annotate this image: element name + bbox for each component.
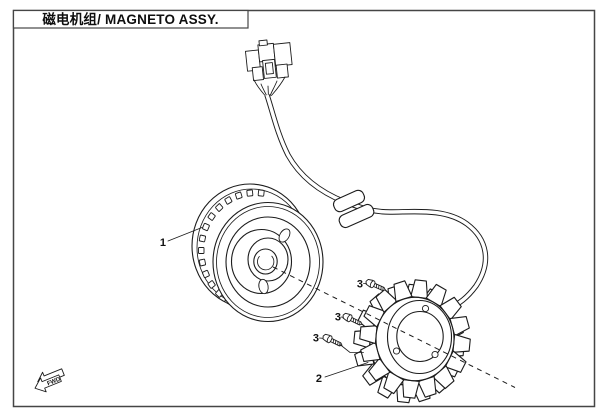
callouts: 1 2 3 3 3 (160, 227, 369, 385)
stator (352, 278, 472, 404)
drawing-frame (12, 9, 596, 408)
cable-grommet (332, 189, 375, 229)
title-block: 磁电机组/ MAGNETO ASSY. (12, 9, 249, 29)
stator-bolt-hole (421, 304, 430, 313)
rotor-face-hole (278, 228, 291, 243)
callout-1-leader (167, 227, 203, 242)
page-title: 磁电机组/ MAGNETO ASSY. (42, 11, 218, 27)
fwd-arrow: FWD (34, 368, 65, 393)
callout-3c: 3 (313, 333, 319, 345)
rotor-face-ring (225, 216, 311, 308)
bolt-leader-line (339, 344, 364, 353)
rotor-face-hole (258, 278, 269, 295)
stator-center-hole (396, 310, 444, 363)
callout-3a: 3 (357, 279, 363, 291)
stator-cable (264, 94, 489, 311)
callout-3b: 3 (335, 312, 341, 324)
callout-2: 2 (316, 373, 322, 385)
assembly-centerline (272, 266, 516, 388)
callout-1: 1 (160, 237, 166, 249)
stator-bolt-hole (392, 347, 401, 355)
title-box (12, 9, 249, 29)
fwd-label: FWD (46, 376, 62, 387)
stator-bolts (321, 277, 388, 353)
bolt-bottom (321, 332, 345, 350)
callout-2-leader (324, 362, 369, 378)
flywheel-rotor (191, 183, 324, 323)
wire-connector (245, 39, 293, 98)
stator-bolt-hole (431, 350, 439, 359)
